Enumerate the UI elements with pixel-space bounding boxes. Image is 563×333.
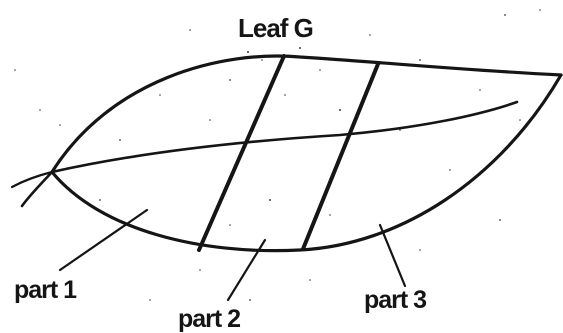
leaf-title: Leaf G bbox=[238, 13, 313, 43]
part-1-label: part 1 bbox=[14, 276, 77, 304]
pointer-part-1 bbox=[60, 210, 147, 270]
pointer-part-3 bbox=[380, 225, 405, 286]
part-3-label: part 3 bbox=[364, 286, 426, 314]
leaf-lower-edge bbox=[52, 75, 561, 251]
cut-line-right bbox=[303, 64, 378, 249]
leaf-midrib bbox=[52, 102, 517, 172]
scan-speckle bbox=[14, 9, 541, 301]
part-2-label: part 2 bbox=[178, 305, 240, 333]
leaf-upper-edge bbox=[52, 56, 561, 172]
cut-line-left bbox=[199, 56, 284, 250]
